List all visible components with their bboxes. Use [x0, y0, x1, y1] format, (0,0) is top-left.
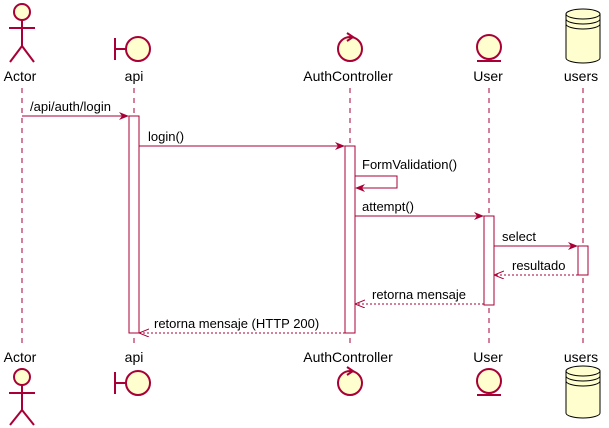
control-icon [337, 32, 363, 62]
participant-label-authcontroller-bottom: AuthController [303, 349, 393, 365]
participant-labels-top: Actor api AuthController User users [4, 68, 598, 84]
participant-label-api-bottom: api [125, 349, 144, 365]
participants-top [9, 3, 601, 64]
participant-labels-bottom: Actor api AuthController User users [4, 349, 598, 365]
participant-label-user: User [473, 68, 503, 84]
message-label-resultado: resultado [512, 258, 565, 273]
participant-label-actor-bottom: Actor [4, 349, 37, 365]
message-label-retorna-mensaje-http: retorna mensaje (HTTP 200) [154, 316, 319, 331]
actor-icon [9, 3, 35, 63]
messages [22, 112, 578, 333]
activation-authcontroller [344, 145, 356, 334]
activation-users [577, 245, 589, 276]
message-label-attempt: attempt() [362, 199, 414, 214]
message-label-login-request: /api/auth/login [30, 99, 111, 114]
control-icon [337, 366, 363, 396]
actor-icon [9, 368, 35, 426]
lifelines [21, 88, 584, 348]
participant-label-users: users [564, 68, 598, 84]
message-labels: /api/auth/login login() FormValidation()… [30, 99, 565, 331]
participant-label-user-bottom: User [473, 349, 503, 365]
database-icon [565, 365, 601, 419]
participant-label-api: api [125, 68, 144, 84]
boundary-icon [114, 36, 151, 62]
message-label-retorna-mensaje: retorna mensaje [372, 287, 466, 302]
participant-label-authcontroller: AuthController [303, 68, 393, 84]
entity-icon [476, 368, 502, 396]
activation-user [483, 215, 495, 306]
message-label-login: login() [148, 129, 184, 144]
activation-bars [128, 115, 589, 334]
message-label-select: select [502, 229, 536, 244]
participant-label-actor: Actor [4, 68, 37, 84]
activation-api [128, 115, 140, 334]
message-label-formvalidation: FormValidation() [362, 157, 457, 172]
entity-icon [476, 34, 502, 62]
database-icon [565, 8, 601, 64]
participant-label-users-bottom: users [564, 349, 598, 365]
boundary-icon [114, 370, 151, 396]
message-arrow-formvalidation [355, 175, 398, 192]
participants-bottom [9, 365, 601, 426]
